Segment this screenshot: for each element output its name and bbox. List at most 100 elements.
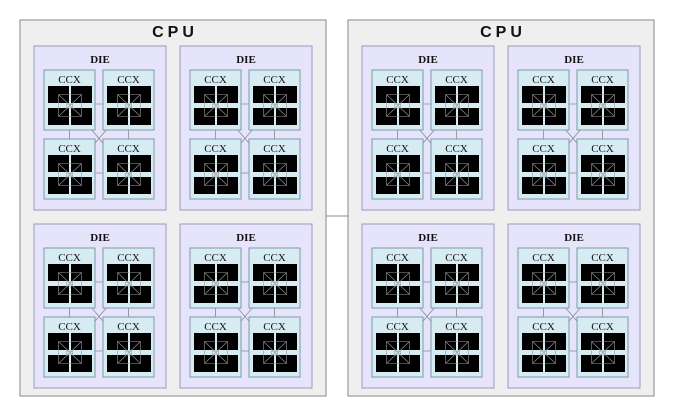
ccx: CCX	[517, 247, 570, 309]
ccx: CCX	[517, 69, 570, 131]
core-link	[117, 341, 141, 364]
core-mesh	[204, 94, 228, 117]
core-mesh	[532, 94, 556, 117]
core-link	[386, 272, 410, 295]
ccx: CCX	[576, 316, 629, 378]
die-title: DIE	[564, 54, 584, 66]
l3-cache-marker	[271, 281, 278, 287]
core-mesh	[204, 163, 228, 186]
l3-cache-marker	[271, 350, 278, 356]
core-mesh	[58, 94, 82, 117]
ccx: CCX	[248, 69, 301, 131]
ccx-title: CCX	[386, 143, 409, 155]
ccx-title: CCX	[204, 252, 227, 264]
l3-cache-marker	[453, 103, 460, 109]
ccx: CCX	[248, 316, 301, 378]
ccx: CCX	[248, 247, 301, 309]
l3-cache-marker	[453, 172, 460, 178]
ccx: CCX	[102, 316, 155, 378]
l3-cache-marker	[66, 281, 73, 287]
ccx-title: CCX	[117, 143, 140, 155]
ccx: CCX	[43, 138, 96, 200]
core-mesh	[591, 94, 615, 117]
ccx-title: CCX	[117, 74, 140, 86]
l3-cache-marker	[599, 103, 606, 109]
core-mesh	[445, 163, 469, 186]
ccx-title: CCX	[263, 143, 286, 155]
core-mesh	[204, 341, 228, 364]
ccx-title: CCX	[263, 252, 286, 264]
die-title: DIE	[236, 232, 256, 244]
ccx-title: CCX	[58, 143, 81, 155]
ccx: CCX	[576, 69, 629, 131]
die: DIE CCX CCX CCX CCX	[179, 223, 313, 389]
core-mesh	[117, 272, 141, 295]
ccx: CCX	[430, 247, 483, 309]
ccx: CCX	[517, 316, 570, 378]
l3-cache-marker	[66, 350, 73, 356]
ccx-title: CCX	[591, 321, 614, 333]
l3-cache-marker	[125, 103, 132, 109]
ccx-title: CCX	[386, 74, 409, 86]
core-mesh	[386, 163, 410, 186]
ccx-title: CCX	[117, 321, 140, 333]
l3-cache-marker	[540, 172, 547, 178]
ccx-title: CCX	[117, 252, 140, 264]
core-mesh	[445, 94, 469, 117]
core-link	[263, 341, 287, 364]
ccx: CCX	[189, 316, 242, 378]
core-mesh	[386, 94, 410, 117]
core-mesh	[58, 163, 82, 186]
die: DIE CCX CCX CCX CCX	[361, 45, 495, 211]
die-title: DIE	[418, 54, 438, 66]
core-link	[532, 163, 556, 186]
ccx-title: CCX	[58, 74, 81, 86]
l3-cache-marker	[453, 350, 460, 356]
core-link	[58, 272, 82, 295]
core-link	[532, 94, 556, 117]
core-link	[532, 272, 556, 295]
ccx-title: CCX	[263, 74, 286, 86]
core-mesh	[204, 272, 228, 295]
core-mesh	[263, 341, 287, 364]
core-link	[386, 94, 410, 117]
die-title: DIE	[90, 232, 110, 244]
ccx-title: CCX	[591, 252, 614, 264]
ccx-title: CCX	[58, 252, 81, 264]
l3-cache-marker	[599, 281, 606, 287]
core-mesh	[58, 341, 82, 364]
ccx-title: CCX	[263, 321, 286, 333]
core-link	[117, 272, 141, 295]
core-mesh	[117, 94, 141, 117]
cpu-title: CPU	[480, 24, 526, 41]
ccx: CCX	[576, 247, 629, 309]
ccx: CCX	[576, 138, 629, 200]
core-link	[58, 94, 82, 117]
core-link	[204, 94, 228, 117]
core-mesh	[117, 163, 141, 186]
core-mesh	[591, 341, 615, 364]
core-mesh	[263, 94, 287, 117]
core-link	[117, 163, 141, 186]
ccx-title: CCX	[445, 252, 468, 264]
core-mesh	[591, 272, 615, 295]
cpu-title: CPU	[152, 24, 198, 41]
ccx-title: CCX	[532, 143, 555, 155]
core-link	[263, 94, 287, 117]
ccx: CCX	[102, 69, 155, 131]
core-link	[386, 341, 410, 364]
l3-cache-marker	[394, 103, 401, 109]
l3-cache-marker	[540, 103, 547, 109]
core-mesh	[445, 341, 469, 364]
core-mesh	[117, 341, 141, 364]
core-mesh	[263, 163, 287, 186]
l3-cache-marker	[599, 350, 606, 356]
l3-cache-marker	[599, 172, 606, 178]
ccx-title: CCX	[445, 74, 468, 86]
ccx: CCX	[430, 138, 483, 200]
